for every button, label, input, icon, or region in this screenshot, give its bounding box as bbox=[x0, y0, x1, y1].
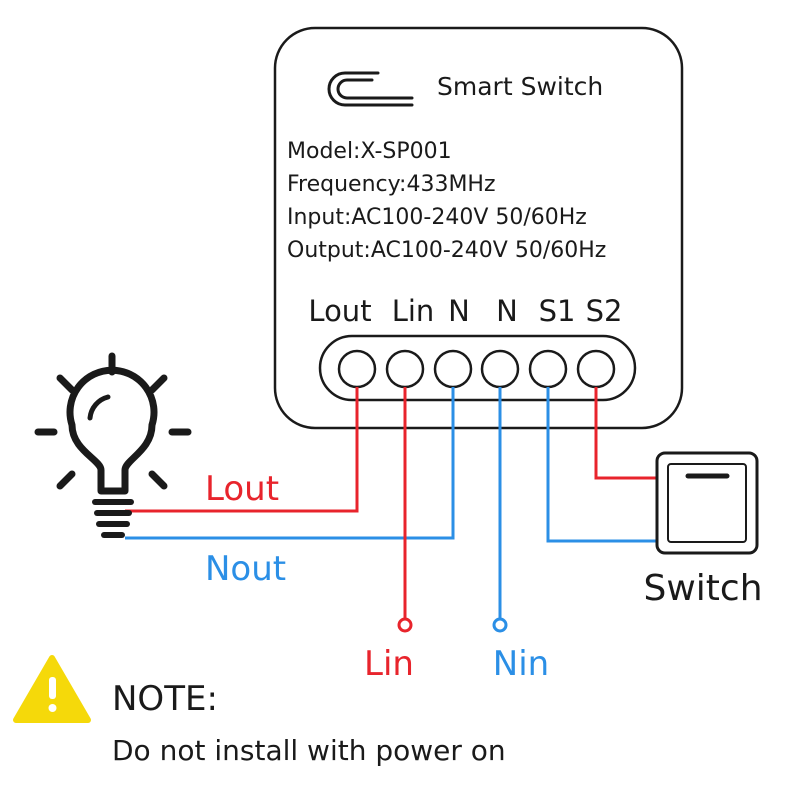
switch-label: Switch bbox=[643, 568, 762, 609]
spec-output: Output:AC100-240V 50/60Hz bbox=[287, 238, 606, 263]
spec-model: Model:X-SP001 bbox=[287, 139, 452, 164]
wire-s1 bbox=[546, 387, 660, 543]
terminal-n2 bbox=[480, 349, 520, 389]
terminal-label-s1: S1 bbox=[539, 294, 576, 328]
spec-frequency: Frequency:433MHz bbox=[287, 172, 496, 197]
spec-input: Input:AC100-240V 50/60Hz bbox=[287, 205, 587, 230]
terminal-label-n2: N bbox=[496, 294, 518, 328]
terminal-label-lout: Lout bbox=[308, 294, 371, 328]
terminal-n1 bbox=[433, 349, 473, 389]
wire-label-lin: Lin bbox=[364, 644, 414, 684]
wire-nin-terminal bbox=[492, 617, 508, 633]
wire-s2 bbox=[594, 387, 660, 480]
bulb-ray-bottom-left bbox=[56, 470, 76, 490]
bulb-glass bbox=[66, 366, 158, 495]
note-text: Do not install with power on bbox=[112, 734, 506, 767]
light-bulb-icon bbox=[34, 352, 192, 538]
bulb-highlight bbox=[87, 394, 111, 421]
terminal-label-n1: N bbox=[448, 294, 470, 328]
warning-icon bbox=[13, 655, 91, 723]
bulb-ray-top-right bbox=[148, 374, 168, 394]
brand-logo-inner-icon bbox=[336, 78, 414, 100]
terminal-label-s2: S2 bbox=[586, 294, 623, 328]
terminal-lout bbox=[337, 349, 377, 389]
terminal-lin bbox=[385, 349, 425, 389]
wire-nout bbox=[125, 387, 455, 540]
smart-switch-module bbox=[273, 26, 684, 430]
terminal-s1 bbox=[528, 349, 568, 389]
wire-lout bbox=[125, 387, 359, 513]
wall-switch-rocker bbox=[667, 463, 747, 543]
terminal-label-lin: Lin bbox=[392, 294, 435, 328]
wire-label-nin: Nin bbox=[493, 644, 549, 684]
wire-lin-terminal bbox=[397, 617, 413, 633]
brand-label: Smart Switch bbox=[437, 72, 603, 101]
terminal-s2 bbox=[576, 349, 616, 389]
wire-label-nout: Nout bbox=[205, 549, 286, 589]
note-title: NOTE: bbox=[112, 679, 218, 719]
wire-label-lout: Lout bbox=[205, 469, 279, 509]
bulb-ray-top-left bbox=[56, 374, 76, 394]
bulb-ray-bottom-right bbox=[148, 470, 168, 490]
brand-logo-icon bbox=[327, 71, 414, 107]
